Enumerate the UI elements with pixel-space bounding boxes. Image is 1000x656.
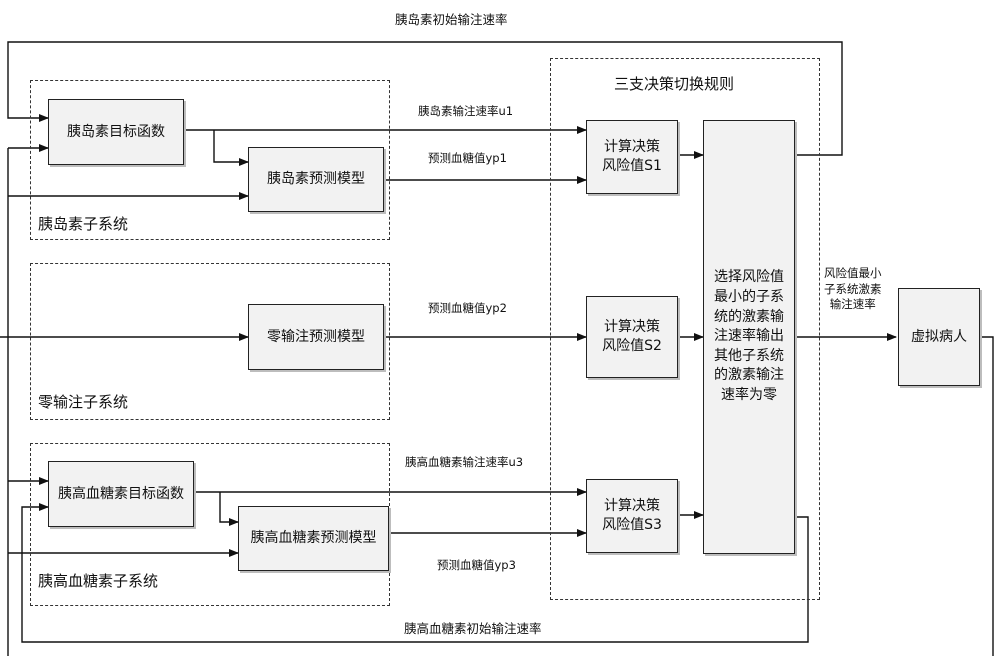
zero-model-block: 零输注预测模型 (248, 304, 384, 370)
glucagon-initial-rate-label: 胰高血糖素初始输注速率 (404, 621, 542, 636)
decision-rule-group (550, 58, 820, 600)
yp1-label: 预测血糖值yp1 (428, 151, 507, 165)
insulin-subsystem-group (30, 80, 390, 240)
glucagon-subsystem-label: 胰高血糖素子系统 (38, 572, 159, 590)
virtual-patient-block: 虚拟病人 (898, 288, 980, 386)
insulin-initial-rate-line (7, 41, 843, 156)
output-rate-label: 风险值最小 子系统激素 输注速率 (824, 266, 882, 312)
glucagon-initial-rate-line (21, 503, 809, 643)
insulin-model-block: 胰岛素预测模型 (248, 147, 384, 212)
zero-infusion-subsystem-label: 零输注子系统 (38, 393, 129, 411)
insulin-initial-rate-label: 胰岛素初始输注速率 (395, 12, 508, 27)
risk-s2-block: 计算决策 风险值S2 (586, 296, 678, 378)
selector-block: 选择风险值 最小的子系 统的激素输 注速率输出 其他子系统 的激素输注 速率为零 (703, 120, 795, 554)
glucagon-objective-block: 胰高血糖素目标函数 (48, 461, 194, 527)
yp3-label: 预测血糖值yp3 (437, 558, 516, 572)
insulin-objective-block: 胰岛素目标函数 (48, 99, 184, 165)
zero-infusion-subsystem-group (30, 263, 390, 420)
decision-rule-label: 三支决策切换规则 (614, 75, 735, 93)
u3-to-model-line (219, 492, 239, 526)
yp2-label: 预测血糖值yp2 (428, 301, 507, 315)
u1-to-model-line (213, 130, 249, 166)
risk-s3-block: 计算决策 风险值S3 (586, 479, 678, 553)
risk-s1-block: 计算决策 风险值S1 (586, 120, 678, 194)
glucagon-subsystem-group (30, 443, 390, 606)
insulin-subsystem-label: 胰岛素子系统 (38, 215, 129, 233)
u1-label: 胰岛素输注速率u1 (418, 104, 514, 118)
glucagon-model-block: 胰高血糖素预测模型 (238, 506, 389, 571)
u3-label: 胰高血糖素输注速率u3 (405, 455, 524, 469)
patient-output-line (980, 336, 994, 656)
